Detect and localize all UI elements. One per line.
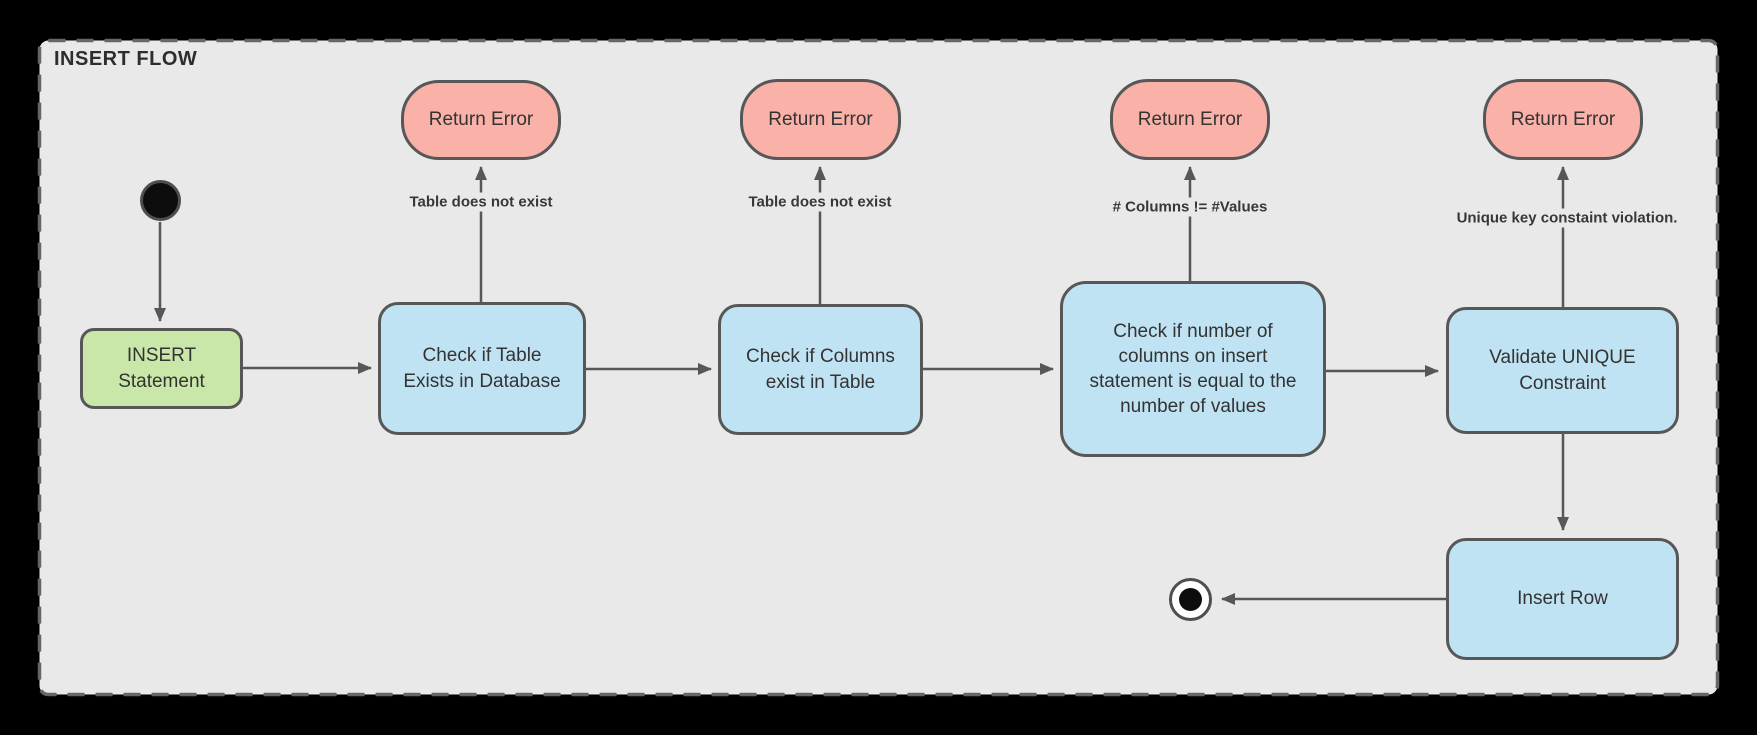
- node-check-column-value-count[interactable]: Check if number of columns on insert sta…: [1060, 281, 1326, 457]
- node-return-error-4[interactable]: Return Error: [1483, 79, 1643, 160]
- final-node-icon[interactable]: [1169, 578, 1212, 621]
- node-insert-row-label: Insert Row: [1517, 588, 1608, 610]
- node-check-table-exists-label: Check if Table Exists in Database: [403, 345, 561, 392]
- node-insert-statement[interactable]: INSERT Statement: [80, 328, 243, 409]
- node-return-error-3-label: Return Error: [1137, 108, 1243, 130]
- node-check-columns-exist-label: Check if Columns exist in Table: [746, 346, 895, 393]
- edge-label-columns-values-mismatch: # Columns != #Values: [1107, 197, 1273, 217]
- diagram-title: INSERT FLOW: [54, 48, 198, 70]
- edge-label-unique-violation: Unique key constaint violation.: [1451, 208, 1683, 228]
- edge-label-table-does-not-exist-2: Table does not exist: [743, 192, 897, 212]
- node-check-table-exists[interactable]: Check if Table Exists in Database: [378, 302, 586, 435]
- node-check-column-value-count-label: Check if number of columns on insert sta…: [1089, 320, 1297, 418]
- node-return-error-1-label: Return Error: [428, 109, 534, 131]
- node-return-error-1[interactable]: Return Error: [401, 80, 561, 160]
- node-return-error-2[interactable]: Return Error: [740, 79, 901, 160]
- node-insert-row[interactable]: Insert Row: [1446, 538, 1679, 660]
- node-return-error-4-label: Return Error: [1510, 108, 1616, 130]
- node-return-error-3[interactable]: Return Error: [1110, 79, 1270, 160]
- final-node-inner-dot: [1179, 588, 1202, 611]
- node-insert-statement-label: INSERT Statement: [118, 345, 205, 392]
- initial-node-icon[interactable]: [140, 180, 181, 221]
- node-check-columns-exist[interactable]: Check if Columns exist in Table: [718, 304, 923, 435]
- node-validate-unique-constraint-label: Validate UNIQUE Constraint: [1489, 347, 1636, 394]
- edge-label-table-does-not-exist-1: Table does not exist: [404, 192, 558, 212]
- node-return-error-2-label: Return Error: [768, 108, 873, 130]
- node-validate-unique-constraint[interactable]: Validate UNIQUE Constraint: [1446, 307, 1679, 434]
